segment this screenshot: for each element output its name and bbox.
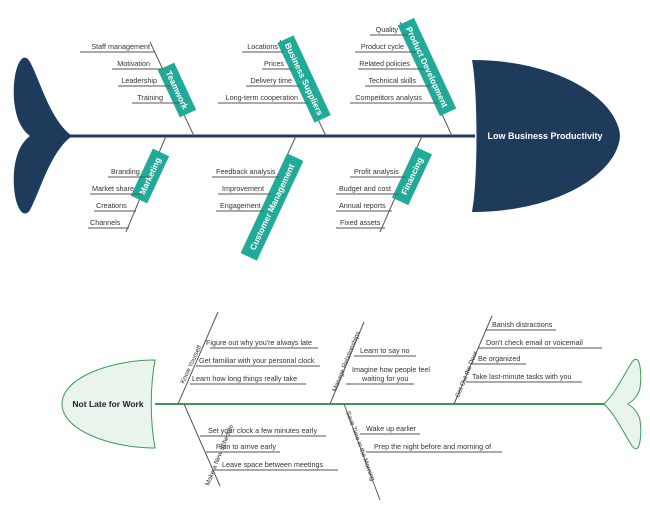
cause-text: Annual reports (339, 201, 386, 210)
bottom-fishbone: Not Late for Work Know Yourself Figure o… (61, 311, 642, 501)
category-teamwork: Teamwork Staff management Motivation Lea… (80, 41, 197, 137)
cause-text: Prep the night before and morning of (374, 442, 491, 451)
cause-text: Leadership (121, 76, 157, 85)
cause-text: Get familiar with your personal clock (199, 356, 315, 365)
cause-text: Branding (111, 167, 140, 176)
bone-save-time-in-the-morning (343, 403, 381, 501)
cause-text: Locations (247, 42, 278, 51)
cause-text: Training (137, 93, 163, 102)
cause-text: Quality (376, 25, 399, 34)
cause-text: Imagine how people feel (352, 365, 430, 374)
cause-text: Technical skills (368, 76, 416, 85)
cause-text: Feedback analysis (216, 167, 276, 176)
category-product-development: Product Development Quality Product cycl… (350, 17, 457, 137)
cause-text: Figure out why you're always late (206, 338, 312, 347)
category-box-customer-management[interactable] (240, 153, 304, 261)
cause-text: Product cycle (361, 42, 404, 51)
category-box-financing[interactable] (392, 146, 432, 206)
cause-text: Learn how long things really take (192, 374, 297, 383)
bone-manage-relationships (329, 321, 365, 405)
bone-know-yourself (177, 311, 219, 405)
cause-text: Be organized (478, 354, 520, 363)
category-financing: Financing Profit analysis Budget and cos… (336, 135, 432, 233)
category-make-a-new-schedule: Make a New Schedule Set your clock a few… (183, 403, 338, 487)
category-save-time-in-the-morning: Save Time in the Morning Wake up earlier… (343, 403, 502, 501)
cause-text: Related policies (359, 59, 410, 68)
cause-text: Staff management (91, 42, 150, 51)
category-box-teamwork[interactable] (157, 62, 197, 118)
bottom-head-label: Not Late for Work (72, 399, 143, 409)
cause-text: Leave space between meetings (222, 460, 323, 469)
top-fish-head (472, 60, 620, 212)
cause-text: Budget and cost (339, 184, 391, 193)
category-know-yourself: Know Yourself Figure out why you're alwa… (177, 311, 320, 405)
bone-get-out-the-door (453, 315, 493, 405)
top-fishbone: Low Business Productivity Teamwork Staff… (13, 17, 620, 261)
top-head-label: Low Business Productivity (487, 131, 602, 141)
bottom-fish-tail (603, 359, 642, 449)
category-manage-relationships: Manage Relationships Learn to say no Ima… (329, 321, 430, 405)
cause-text: Learn to say no (360, 346, 410, 355)
cause-text: Competitors analysis (355, 93, 422, 102)
cause-text: Prices (264, 59, 284, 68)
category-label-save-time-in-the-morning: Save Time in the Morning (344, 410, 376, 482)
bottom-fish-head (61, 359, 156, 449)
category-box-marketing[interactable] (130, 148, 170, 204)
top-fish-tail (13, 57, 72, 214)
category-business-suppliers: Business Suppliers Locations Prices Deli… (218, 35, 331, 137)
cause-text: Channels (90, 218, 121, 227)
cause-text: Improvement (222, 184, 264, 193)
cause-text: Engagement (220, 201, 261, 210)
cause-text: Fixed assets (340, 218, 381, 227)
category-marketing: Marketing Branding Market share Creation… (88, 135, 170, 233)
cause-text: Wake up earlier (366, 424, 417, 433)
category-get-out-the-door: Get Out the Door Banish distractions Don… (453, 315, 602, 405)
cause-text: Don't check email or voicemail (486, 338, 583, 347)
category-customer-management: Customer Management Feedback analysis Im… (212, 135, 304, 261)
cause-text: Take last-minute tasks with you (472, 372, 571, 381)
cause-text: Plan to arrive early (216, 442, 276, 451)
cause-text: waiting for you (361, 374, 408, 383)
cause-text: Profit analysis (354, 167, 399, 176)
cause-text: Set your clock a few minutes early (208, 426, 317, 435)
cause-text: Motivation (117, 59, 150, 68)
cause-text: Long-term cooperation (226, 93, 298, 102)
category-box-business-suppliers[interactable] (277, 35, 331, 123)
cause-text: Delivery time (250, 76, 292, 85)
category-label-manage-relationships: Manage Relationships (331, 330, 362, 393)
cause-text: Creations (96, 201, 127, 210)
bone-make-a-new-schedule (183, 403, 221, 487)
cause-text: Banish distractions (492, 320, 553, 329)
cause-text: Market share (92, 184, 134, 193)
category-box-product-development[interactable] (397, 17, 457, 117)
